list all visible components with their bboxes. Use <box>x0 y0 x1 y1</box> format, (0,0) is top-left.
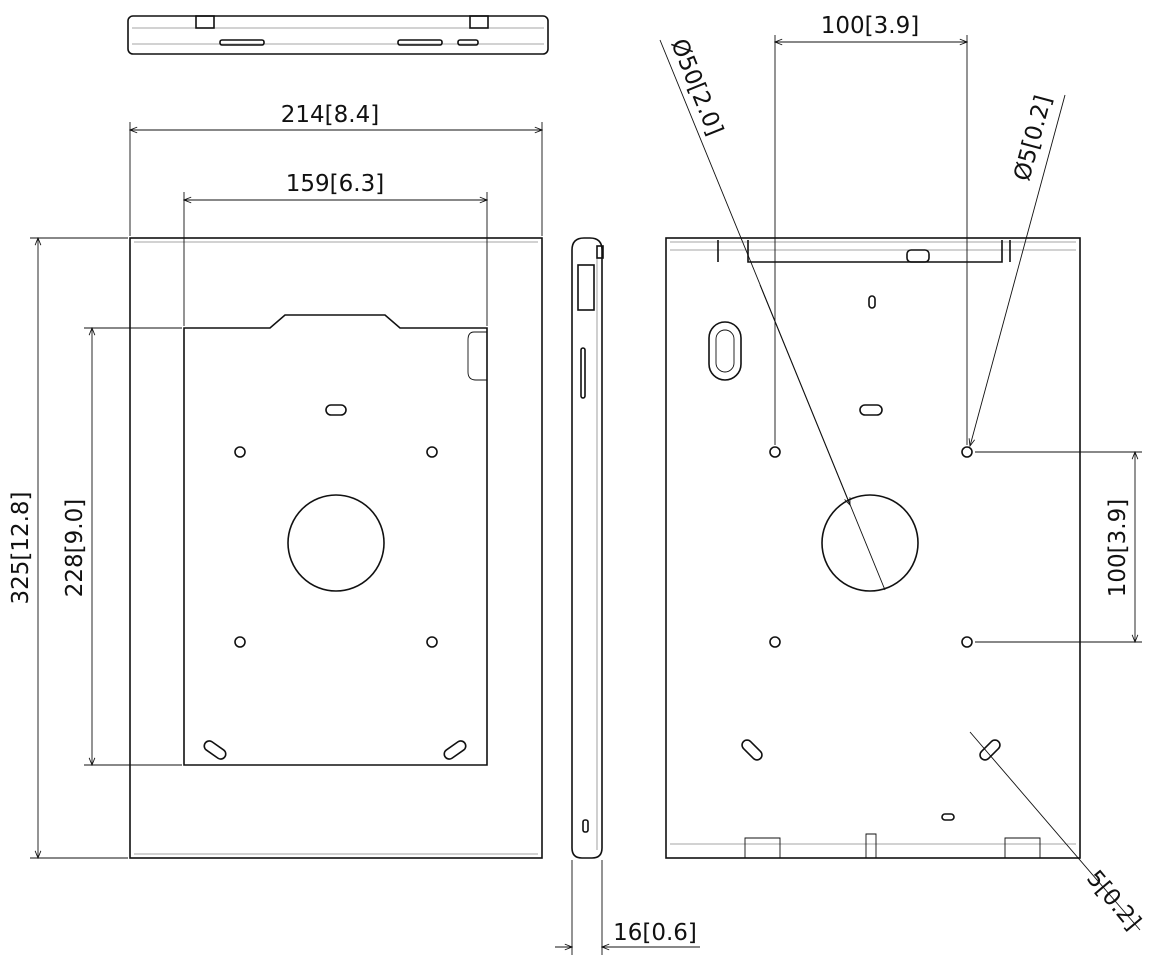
depth-label: 16[0.6] <box>613 920 697 946</box>
back-view <box>665 237 1081 859</box>
side-view <box>571 237 604 859</box>
top-view <box>127 15 549 55</box>
overall-height-label: 325[12.8] <box>8 491 34 604</box>
vesa-vertical-label: 100[3.9] <box>1105 499 1131 597</box>
front-view <box>129 237 543 859</box>
inner-width-label: 159[6.3] <box>286 171 384 197</box>
dimension-lines <box>30 35 1142 955</box>
cable-hole-diameter-label: Ø50[2.0] <box>665 35 727 139</box>
vesa-horizontal-label: 100[3.9] <box>821 13 919 39</box>
mount-hole-diameter-label: Ø5[0.2] <box>1009 93 1057 184</box>
slot-width-label: 5[0.2] <box>1081 866 1145 936</box>
inner-height-label: 228[9.0] <box>62 499 88 597</box>
overall-width-label: 214[8.4] <box>281 102 379 128</box>
